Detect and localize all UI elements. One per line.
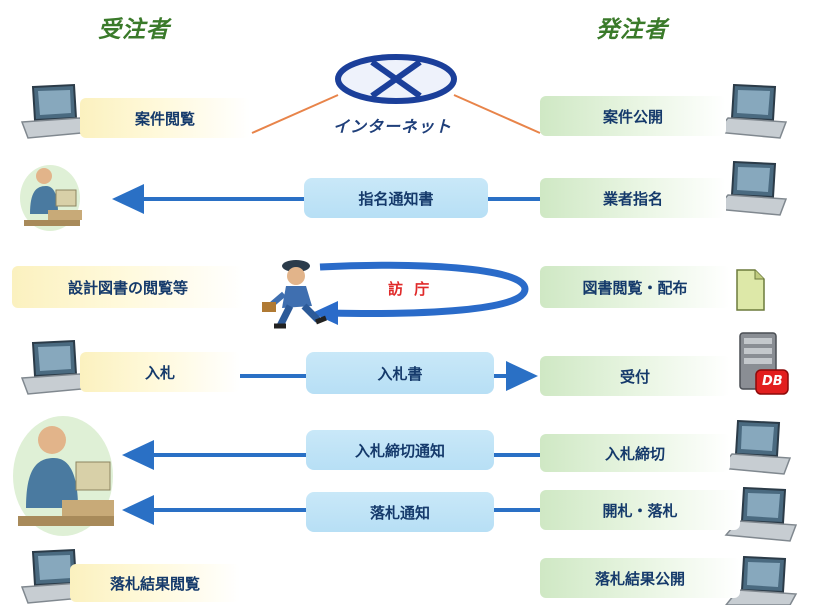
client-box-designate-contractor: 業者指名 [540, 178, 726, 218]
client-box-drawings-distribution: 図書閲覧・配布 [540, 266, 730, 308]
contractor-box-view-projects: 案件閲覧 [80, 98, 250, 138]
message-box-designation-notice: 指名通知書 [304, 178, 488, 218]
designation-arrowhead [112, 184, 144, 214]
message-box-bid-document: 入札書 [306, 352, 494, 394]
bid-arrowhead [506, 361, 538, 391]
client-box-bid-close: 入札締切 [540, 434, 730, 472]
laptop-icon [714, 160, 788, 216]
office-worker-icon [13, 416, 114, 536]
client-box-publish-project: 案件公開 [540, 96, 726, 136]
client-heading: 発注者 [596, 17, 668, 43]
contractor-heading: 受注者 [98, 17, 170, 43]
client-box-publish-results: 落札結果公開 [540, 558, 740, 598]
visit-label: 訪 庁 [388, 280, 433, 298]
laptop-icon [20, 339, 94, 395]
message-box-award-notice: 落札通知 [306, 492, 494, 532]
laptop-icon [20, 83, 94, 139]
client-box-reception: 受付 [540, 356, 730, 396]
laptop-icon [724, 486, 798, 542]
laptop-icon [718, 419, 792, 475]
internet-label: インターネット [333, 117, 453, 136]
database-icon [739, 332, 789, 395]
walking-person-icon [262, 260, 327, 329]
award-notice-arrowhead [122, 495, 154, 525]
internet-line-right [453, 94, 541, 134]
close-notice-arrowhead [122, 440, 154, 470]
office-worker-icon [20, 165, 82, 231]
document-icon [736, 269, 765, 311]
contractor-box-view-results: 落札結果閲覧 [70, 564, 240, 602]
contractor-box-view-drawings: 設計図書の閲覧等 [12, 266, 244, 308]
contractor-box-bid: 入札 [80, 352, 240, 392]
message-box-bid-close-notice: 入札締切通知 [306, 430, 494, 470]
visit-loop-arrow [312, 261, 529, 325]
internet-line-left [251, 94, 339, 134]
client-box-opening-award: 開札・落札 [540, 490, 740, 530]
network-icon [335, 54, 457, 104]
db-label: DB [762, 374, 783, 389]
laptop-icon [725, 555, 798, 605]
laptop-icon [714, 83, 788, 139]
